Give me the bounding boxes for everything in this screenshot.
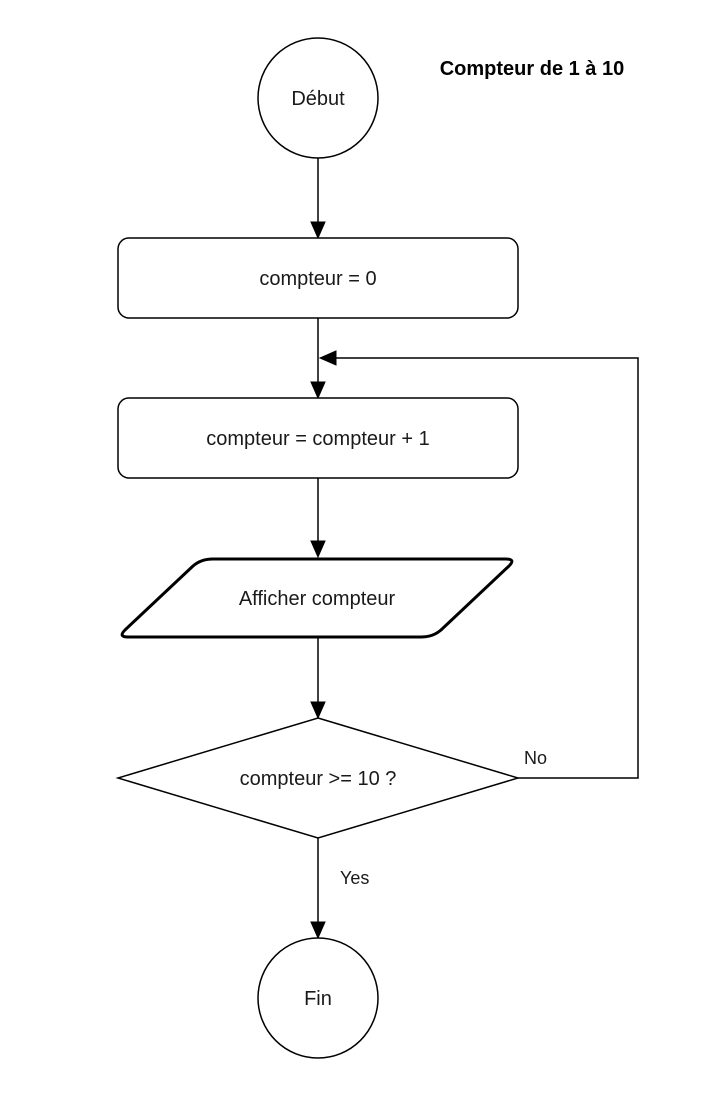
arrowhead-increment-to-output <box>310 540 326 559</box>
node-decision: compteur >= 10 ? <box>115 717 521 839</box>
arrowhead-init-to-increment <box>310 381 326 400</box>
increment-process-box <box>117 397 519 479</box>
node-init-label: compteur = 0 <box>259 268 376 290</box>
start-terminal-circle <box>257 37 379 159</box>
end-terminal-circle <box>257 937 379 1059</box>
node-end-label: Fin <box>304 988 332 1010</box>
output-io-parallelogram <box>120 557 514 639</box>
decision-diamond <box>115 717 521 839</box>
node-start-label: Début <box>291 88 345 110</box>
arrowhead-output-to-decision <box>310 701 326 720</box>
node-decision-label: compteur >= 10 ? <box>240 768 397 790</box>
edge-label-yes: Yes <box>340 868 369 888</box>
arrowhead-decision-to-end <box>310 921 326 940</box>
edges <box>310 158 639 940</box>
edge-decision-loop-back <box>334 357 639 779</box>
node-output-label: Afficher compteur <box>239 588 396 610</box>
node-output: Afficher compteur <box>120 557 514 639</box>
diagram-title: Compteur de 1 à 10 <box>440 58 625 80</box>
node-end: Fin <box>257 937 379 1059</box>
arrowhead-start-to-init <box>310 221 326 240</box>
node-increment: compteur = compteur + 1 <box>117 397 519 479</box>
node-increment-label: compteur = compteur + 1 <box>206 428 429 450</box>
init-process-box <box>117 237 519 319</box>
node-start: Début <box>257 37 379 159</box>
node-init: compteur = 0 <box>117 237 519 319</box>
edge-label-no: No <box>524 748 547 768</box>
arrowhead-loop-back <box>318 350 337 366</box>
